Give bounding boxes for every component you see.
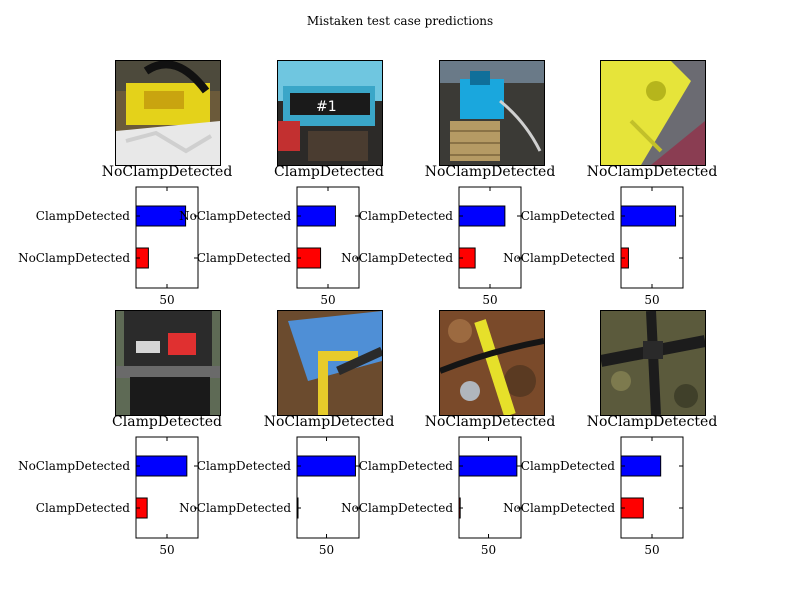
x-tick-label: 50 <box>159 293 174 307</box>
category-label: NoClampDetected <box>18 251 130 265</box>
category-label: ClampDetected <box>359 459 454 473</box>
chart-frame <box>135 436 199 539</box>
x-tick-label: 50 <box>644 293 659 307</box>
x-tick-label: 50 <box>482 293 497 307</box>
category-label: ClampDetected <box>359 209 454 223</box>
bar <box>135 455 188 477</box>
prediction-label: NoClampDetected <box>424 414 556 430</box>
chart-frame <box>135 186 199 289</box>
chart-frame <box>620 186 684 289</box>
category-label: ClampDetected <box>521 459 616 473</box>
black-pipe-label-photo <box>115 310 221 416</box>
prediction-label: NoClampDetected <box>101 164 233 180</box>
chart-frame <box>296 186 360 289</box>
rusty-yellow-pipe-photo <box>439 310 545 416</box>
category-label: NoClampDetected <box>179 501 291 515</box>
yellow-machinery-photo <box>115 60 221 166</box>
tarp-yellow-pipe-photo <box>277 310 383 416</box>
x-tick-label: 50 <box>320 293 335 307</box>
chart-frame <box>620 436 684 539</box>
category-label: NoClampDetected <box>503 501 615 515</box>
svg-text:#1: #1 <box>316 99 337 115</box>
bar <box>296 205 336 227</box>
category-label: ClampDetected <box>36 209 131 223</box>
blue-tank-photo: #1 <box>277 60 383 166</box>
chart-frame <box>458 186 522 289</box>
category-label: NoClampDetected <box>503 251 615 265</box>
category-label: NoClampDetected <box>18 459 130 473</box>
category-label: ClampDetected <box>197 251 292 265</box>
category-label: NoClampDetected <box>179 209 291 223</box>
prediction-label: NoClampDetected <box>586 164 718 180</box>
bar <box>620 205 677 227</box>
black-pipe-junction-photo <box>600 310 706 416</box>
bar <box>458 455 518 477</box>
bar <box>458 205 506 227</box>
category-label: ClampDetected <box>521 209 616 223</box>
x-tick-label: 50 <box>481 543 496 557</box>
category-label: ClampDetected <box>36 501 131 515</box>
category-label: NoClampDetected <box>341 501 453 515</box>
prediction-label: ClampDetected <box>274 164 384 180</box>
category-label: ClampDetected <box>197 459 292 473</box>
prediction-label: NoClampDetected <box>424 164 556 180</box>
bar <box>620 455 662 477</box>
chart-frame <box>296 436 360 539</box>
prediction-label: NoClampDetected <box>263 414 395 430</box>
figure-title: Mistaken test case predictions <box>306 14 494 28</box>
prediction-label: NoClampDetected <box>586 414 718 430</box>
blue-pump-photo <box>439 60 545 166</box>
x-tick-label: 50 <box>159 543 174 557</box>
prediction-label: ClampDetected <box>112 414 222 430</box>
bar <box>296 455 356 477</box>
category-label: NoClampDetected <box>341 251 453 265</box>
x-tick-label: 50 <box>319 543 334 557</box>
x-tick-label: 50 <box>644 543 659 557</box>
chart-frame <box>458 436 522 539</box>
yellow-tank-closeup-photo <box>600 60 706 166</box>
